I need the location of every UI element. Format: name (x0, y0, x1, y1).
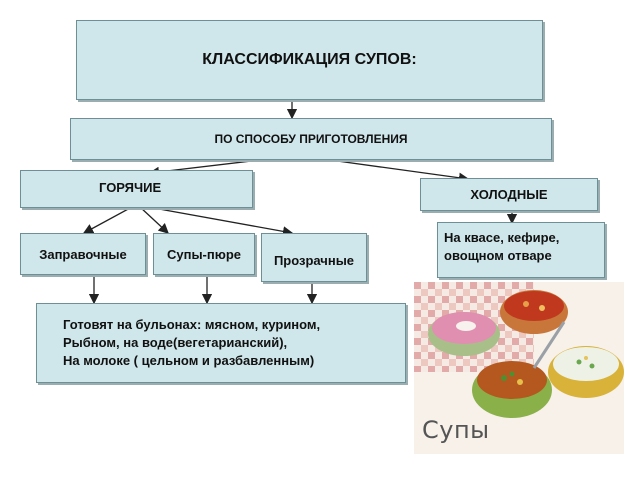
hot-description-box: Готовят на бульонах: мясном, курином, Ры… (36, 303, 406, 383)
hot-desc-line: На молоке ( цельном и разбавленным) (63, 353, 315, 368)
prozrachnye-label: Прозрачные (273, 253, 355, 268)
cold-label: ХОЛОДНЫЕ (470, 187, 548, 202)
bowl-tomato-soup (500, 290, 568, 334)
bowl-beet-soup (428, 312, 500, 356)
cold-box: ХОЛОДНЫЕ (420, 178, 598, 211)
bowl-cream-soup (548, 346, 624, 398)
arrow-hot-to-zapravochnye (82, 206, 133, 234)
pyure-label: Супы-пюре (166, 246, 242, 262)
hot-desc-line: Рыбном, на воде(вегетарианский), (63, 335, 288, 350)
hot-label: ГОРЯЧИЕ (99, 180, 162, 195)
title-box: КЛАССИФИКАЦИЯ СУПОВ: (76, 20, 543, 100)
pyure-box: Супы-пюре (153, 233, 255, 275)
diagram-title: КЛАССИФИКАЦИЯ СУПОВ: (202, 51, 417, 68)
arrow-method-to-cold (329, 159, 470, 183)
hot-desc-line: Готовят на бульонах: мясном, курином, (63, 317, 321, 332)
soups-photo: Супы (414, 282, 624, 454)
photo-caption: Супы (422, 416, 490, 444)
zapravochnye-box: Заправочные (20, 233, 146, 275)
hot-box: ГОРЯЧИЕ (20, 170, 253, 208)
method-label: ПО СПОСОБУ ПРИГОТОВЛЕНИЯ (214, 132, 408, 146)
bowl-vegetable-soup (472, 361, 552, 418)
method-box: ПО СПОСОБУ ПРИГОТОВЛЕНИЯ (70, 118, 552, 160)
cold-desc-line: На квасе, кефире, (444, 230, 560, 245)
prozrachnye-box: Прозрачные (261, 233, 367, 282)
cold-desc-line: овощном отваре (444, 248, 552, 263)
zapravochnye-label: Заправочные (39, 246, 127, 262)
soups-illustration (414, 282, 624, 454)
arrow-hot-to-pyure (139, 206, 169, 234)
cold-description-box: На квасе, кефире, овощном отваре (437, 222, 605, 278)
arrow-hot-to-prozrachnye (147, 206, 294, 237)
